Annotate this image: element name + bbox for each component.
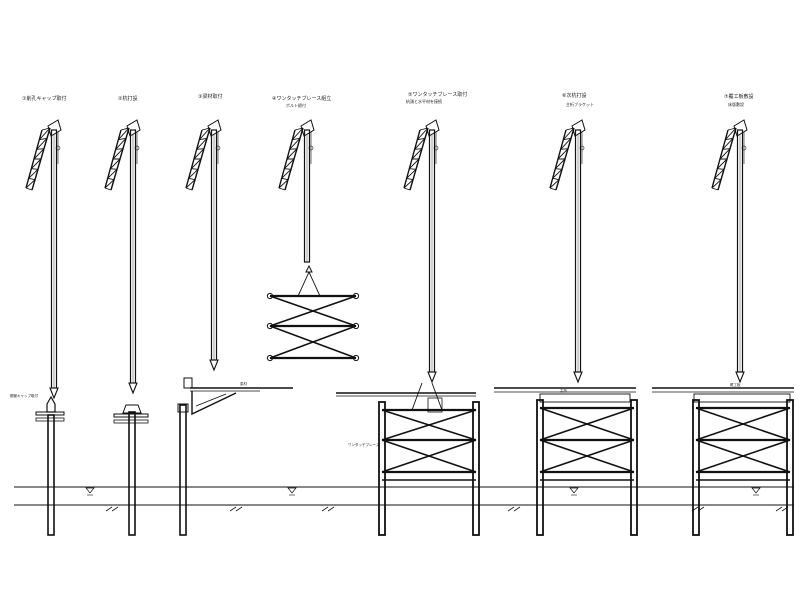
pile-right [630, 399, 638, 536]
crane-head [425, 119, 440, 137]
water-level-icon [85, 487, 95, 496]
leader-tip [128, 382, 138, 395]
brace-diagonal [269, 295, 357, 327]
step-3-beam: 梁材 [177, 377, 293, 536]
crane-5 [403, 119, 440, 384]
brace-diagonal [695, 407, 791, 441]
leader-tip [427, 371, 437, 384]
crane-head [300, 119, 315, 137]
boom-lacing [403, 127, 429, 191]
seabed-hatch [105, 506, 789, 512]
step-5-title: ⑤ワンタッチブレース取付 [408, 91, 467, 98]
boom-lacing [278, 127, 304, 191]
step-7-frame: 覆工板 [652, 382, 794, 536]
leader-tip [49, 387, 59, 400]
step-5-frame: ワンタッチブレース [336, 382, 480, 536]
boom-lacing [711, 127, 737, 191]
deck-7-label: 覆工板 [730, 382, 741, 387]
step-3-title: ③梁材取付 [198, 93, 222, 100]
water-level-symbols [85, 487, 761, 496]
brace-diagonal [381, 409, 477, 441]
leader-tip [735, 371, 745, 384]
water-level-icon [569, 487, 579, 496]
brace-node [352, 322, 360, 330]
water-level-icon [751, 487, 761, 496]
step-7-title: ⑦覆工板敷設 [724, 93, 753, 100]
step-2-title: ②杭打設 [118, 95, 137, 102]
leader-tip [209, 359, 219, 372]
leader-tip [573, 371, 583, 384]
step-5-subtitle: 杭頭と水平材を接続 [406, 98, 442, 104]
boom-lacing [549, 127, 575, 191]
crane-7 [711, 119, 748, 384]
crane-2 [104, 119, 141, 395]
step-6-subtitle: 主桁ブラケット [566, 101, 594, 107]
step-4-brace [266, 264, 360, 362]
step-6-title: ⑥次杭打設 [562, 92, 586, 99]
brace-diagonal [269, 325, 357, 359]
crane-leaders [25, 119, 748, 400]
boom-lacing [104, 127, 130, 191]
crane-head [126, 119, 141, 137]
sheave [215, 145, 221, 151]
brace-diagonal [539, 439, 635, 473]
step-4-subtitle: ボルト締付 [286, 102, 306, 108]
pile-left [692, 399, 700, 536]
crane-head [571, 119, 586, 137]
deck-6-label: 主桁 [560, 388, 568, 393]
brace-diagonal [695, 439, 791, 473]
sheave [741, 145, 747, 151]
brace-node [266, 354, 274, 362]
sheave [579, 145, 585, 151]
pile-right [786, 399, 794, 536]
brace-node [266, 292, 274, 300]
step-5-brace-note: ワンタッチブレース [348, 442, 380, 447]
crane-4 [278, 119, 315, 263]
step-6-frame: 主桁 [494, 387, 638, 536]
brace-node [352, 292, 360, 300]
sheave [433, 145, 439, 151]
step-1-cap-note: 鋼管キャップ取付 [10, 393, 38, 398]
step-1-title: ①削孔キャップ取付 [22, 95, 66, 102]
sheave [134, 145, 140, 151]
brace-node [352, 354, 360, 362]
sheave [308, 145, 314, 151]
step-7-subtitle: 床版敷設 [728, 101, 744, 107]
pile-right [472, 401, 480, 536]
beam-label: 梁材 [240, 381, 247, 386]
boom-lacing [25, 127, 51, 191]
crane-6 [549, 119, 586, 384]
brace-node [266, 322, 274, 330]
sheave [55, 145, 61, 151]
pile-left [378, 401, 386, 536]
boom-lacing [185, 127, 211, 191]
crane-head [207, 119, 222, 137]
pile-left [536, 399, 544, 536]
step-1-pile: 鋼管キャップ取付 [10, 393, 65, 536]
crane-head [733, 119, 748, 137]
crane-3 [185, 119, 222, 372]
brace-diagonal [539, 407, 635, 441]
step-2-pile [113, 404, 149, 536]
step-4-title: ④ワンタッチブレース組立 [272, 95, 331, 102]
crane-head [47, 119, 62, 137]
brace-diagonal [381, 439, 477, 473]
water-level-icon [287, 487, 297, 496]
crane-1 [25, 119, 62, 400]
